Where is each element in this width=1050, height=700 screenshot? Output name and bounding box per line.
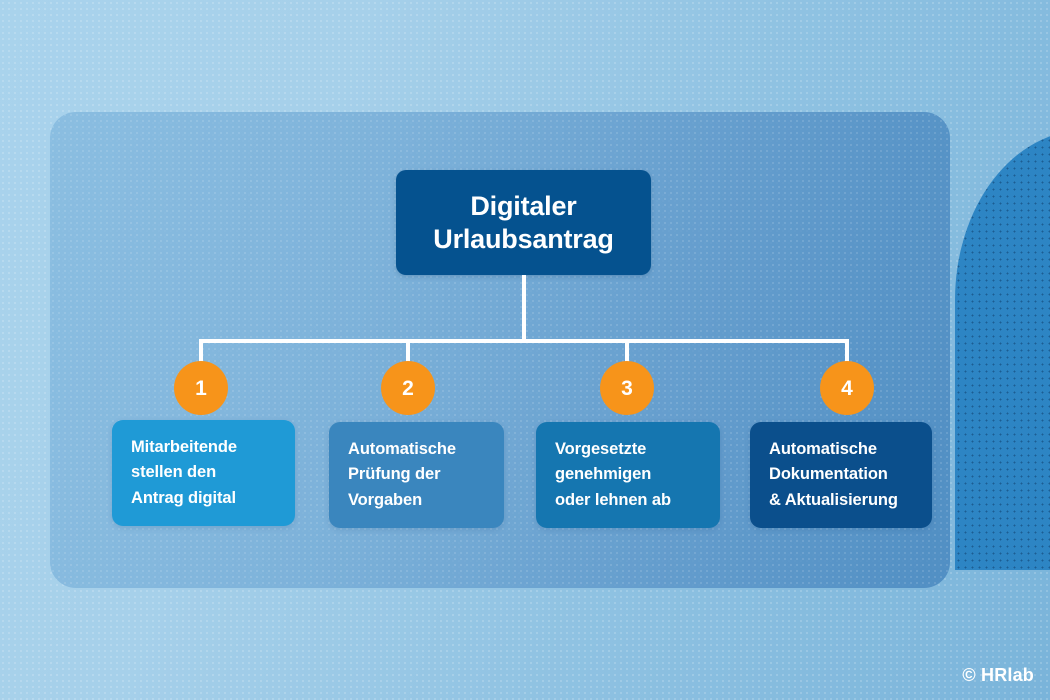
watermark-hrlab: © HRlab <box>962 665 1034 685</box>
step-number-4: 4 <box>841 376 853 400</box>
connector-drop-4 <box>845 339 849 365</box>
step-card-4: Automatische Dokumentation & Aktualisier… <box>750 422 932 528</box>
root-node-digitaler-urlaubsantrag: Digitaler Urlaubsantrag <box>396 170 651 275</box>
step-card-1: Mitarbeitende stellen den Antrag digital <box>112 420 295 526</box>
connector-drop-3 <box>625 339 629 365</box>
step-card-label-1: Mitarbeitende stellen den Antrag digital <box>131 438 237 507</box>
step-number-1: 1 <box>195 376 207 400</box>
step-number-3: 3 <box>621 376 633 400</box>
step-card-label-3: Vorgesetzte genehmigen oder lehnen ab <box>555 440 671 509</box>
connector-horizontal-bus <box>201 339 849 343</box>
step-circle-4: 4 <box>820 361 874 415</box>
root-node-label: Digitaler Urlaubsantrag <box>433 190 614 254</box>
step-number-2: 2 <box>402 376 414 400</box>
connector-drop-2 <box>406 339 410 365</box>
step-card-label-2: Automatische Prüfung der Vorgaben <box>348 440 456 509</box>
step-card-2: Automatische Prüfung der Vorgaben <box>329 422 504 528</box>
connector-trunk-vertical <box>522 275 526 342</box>
connector-drop-1 <box>199 339 203 365</box>
step-circle-2: 2 <box>381 361 435 415</box>
step-circle-1: 1 <box>174 361 228 415</box>
decorative-curve-dot-texture <box>955 130 1050 570</box>
step-card-label-4: Automatische Dokumentation & Aktualisier… <box>769 440 898 509</box>
step-circle-3: 3 <box>600 361 654 415</box>
step-card-3: Vorgesetzte genehmigen oder lehnen ab <box>536 422 720 528</box>
decorative-curve-shape <box>955 130 1050 570</box>
